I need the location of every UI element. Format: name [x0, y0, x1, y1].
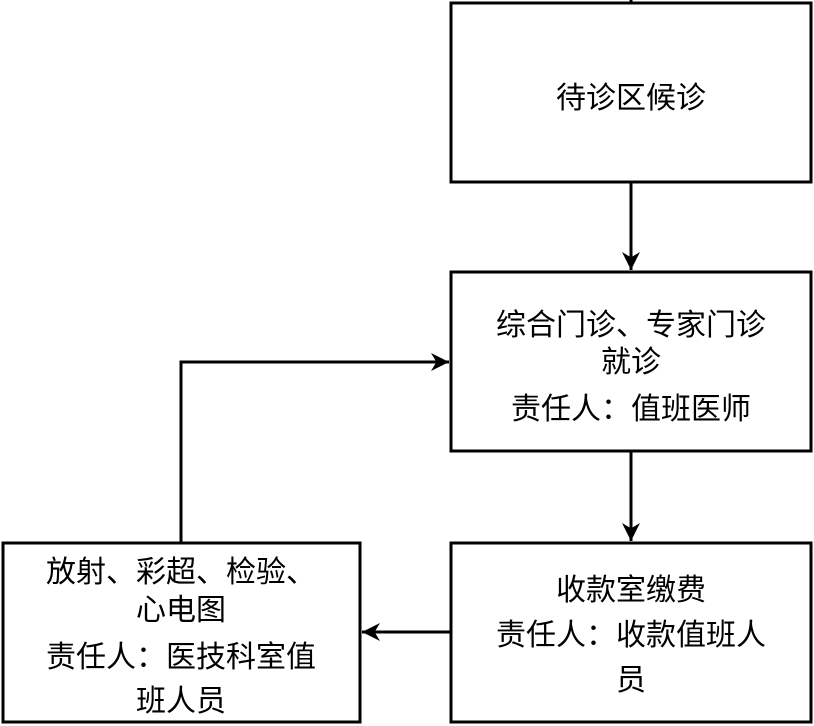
node-tech-line-1: 放射、彩超、检验、: [46, 555, 316, 590]
node-payment-line-1: 收款室缴费: [556, 573, 706, 608]
edge-tech-to-consult: [179, 353, 449, 543]
node-consult: 综合门诊、专家门诊 就诊 责任人：值班医师: [449, 270, 813, 453]
node-tech-line-4: 班人员: [136, 684, 226, 719]
node-tech-line-2: 心电图: [136, 593, 226, 628]
node-tech-line-3: 责任人：医技科室值: [46, 640, 316, 675]
node-consult-line-3: 责任人：值班医师: [511, 392, 751, 427]
node-payment-line-2: 责任人：收款值班人: [496, 618, 766, 653]
node-consult-line-2: 就诊: [601, 345, 661, 380]
node-consult-line-1: 综合门诊、专家门诊: [496, 308, 766, 343]
node-payment: 收款室缴费 责任人：收款值班人 员: [449, 541, 813, 724]
node-waiting-line-1: 待诊区候诊: [556, 81, 706, 116]
node-waiting: 待诊区候诊: [449, 1, 813, 184]
node-payment-line-3: 员: [616, 663, 646, 698]
node-tech: 放射、彩超、检验、 心电图 责任人：医技科室值 班人员: [1, 541, 362, 724]
